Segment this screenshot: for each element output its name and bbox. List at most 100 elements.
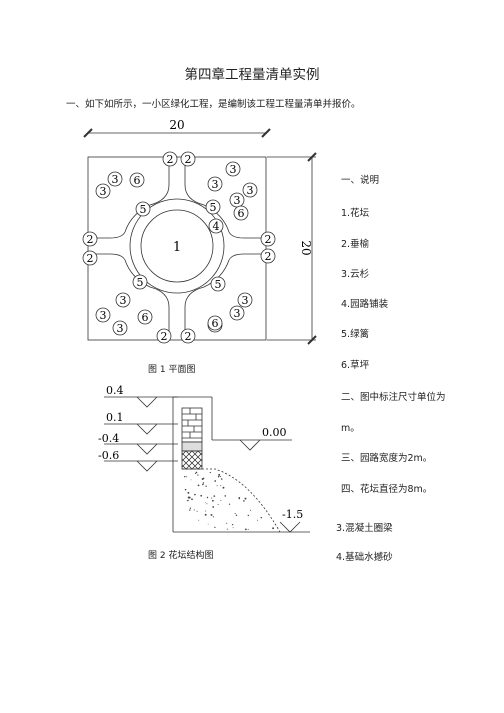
soil-dot [260, 516, 263, 519]
plan-marker-circle [233, 205, 249, 221]
intro-text: 一、如下如所示，一小区绿化工程，是编制该工程工程量清单并报价。 [66, 99, 361, 110]
soil-dot [249, 509, 252, 511]
plan-marker-circle [95, 183, 111, 199]
plan-marker-circle [180, 328, 196, 344]
note-heading-2-cont: m。 [341, 423, 360, 434]
plan-dim-right: 20 [299, 240, 313, 255]
note-item-1: 1.花坛 [341, 208, 370, 219]
soil-dot [218, 473, 221, 476]
soil-dot [228, 503, 231, 505]
soil-dot [190, 479, 192, 481]
soil-dot [197, 474, 199, 476]
soil-dot [193, 509, 195, 511]
soil-dot [245, 528, 247, 531]
soil-dot [205, 510, 207, 512]
plan-marker-label: 3 [100, 309, 107, 322]
note-heading-3: 三、园路宽度为2m。 [341, 453, 433, 464]
soil-dot [189, 509, 191, 511]
soil-dot [226, 528, 228, 530]
plan-marker-circle [132, 274, 148, 290]
plan-marker-circle [207, 315, 223, 331]
plan-marker-label: 5 [210, 201, 217, 214]
soil-dot [220, 478, 223, 480]
plan-marker-label: 2 [265, 233, 272, 246]
soil-dot [212, 499, 214, 502]
soil-dot [194, 493, 196, 496]
soil-dot [205, 485, 207, 487]
soil-dot [187, 499, 189, 501]
soil-dot [222, 486, 225, 489]
level-label-neg-0-6: -0.6 [98, 449, 119, 462]
soil-dot [194, 472, 197, 475]
note-item-4: 4.园路铺装 [341, 299, 389, 310]
soil-dot [204, 513, 207, 516]
soil-dot [226, 522, 228, 524]
note-item-6: 6.草坪 [341, 360, 370, 371]
level-label-neg-0-4: -0.4 [98, 432, 119, 445]
plan-marker-group: 22222222333333333333455556666 [82, 151, 276, 344]
note-section-item-4: 4.基础水撼砂 [336, 552, 393, 563]
note-heading-2: 二、图中标注尺寸单位为 [341, 392, 446, 403]
soil-dot [219, 476, 222, 478]
soil-dot [184, 475, 186, 478]
soil-dot [207, 523, 209, 525]
plan-marker-circle [210, 276, 226, 292]
note-heading-1: 一、说明 [341, 175, 380, 186]
note-item-2: 2.垂榆 [341, 239, 370, 250]
plan-marker-circle [135, 201, 151, 217]
soil-dot [196, 510, 198, 512]
plan-marker-circle [112, 320, 128, 336]
plan-marker-circle [107, 171, 123, 187]
level-label-0-4: 0.4 [106, 384, 124, 397]
plan-marker-circle [137, 309, 153, 325]
plan-marker-label: 3 [234, 194, 241, 207]
soil-dot [198, 519, 200, 521]
soil-dot [206, 503, 208, 505]
soil-dot [212, 506, 215, 508]
page-title: 第四章工程量清单实例 [184, 67, 320, 83]
flowerbed-outer-ring [129, 198, 225, 294]
figure-1-caption: 图 1 平面图 [148, 365, 196, 375]
soil-dot [238, 496, 241, 499]
soil-dot [247, 514, 249, 517]
soil-dot [232, 527, 234, 529]
plan-marker-label: 4 [213, 220, 220, 233]
plan-marker-label: 3 [212, 178, 219, 191]
soil-dot [214, 526, 216, 529]
soil-dot [187, 496, 190, 499]
flowerbed [140, 209, 214, 283]
soil-dot [184, 488, 187, 491]
plan-marker-circle [242, 182, 258, 198]
soil-dot [209, 471, 211, 474]
plan-marker-circle [260, 231, 276, 247]
soil-dot [272, 527, 275, 530]
level-label-neg-1-5: -1.5 [282, 508, 303, 521]
plan-marker-circle [82, 231, 98, 247]
flowerbed-label: 1 [173, 240, 181, 255]
plan-marker-circle [156, 328, 172, 344]
plan-marker-label: 3 [247, 184, 254, 197]
plan-marker-label: 2 [167, 153, 174, 166]
plan-marker-circle [260, 248, 276, 264]
soil-dot [217, 475, 220, 478]
plan-marker-circle [208, 218, 224, 234]
soil-dot [213, 495, 216, 497]
plan-marker-label: 2 [185, 330, 192, 343]
soil-dot [211, 497, 213, 499]
level-label-0-1: 0.1 [106, 411, 124, 424]
plan-marker-label: 2 [265, 250, 272, 263]
plan-marker-circle [115, 292, 131, 308]
plan-marker-circle [229, 305, 245, 321]
soil-dot [220, 485, 222, 487]
soil-dot [206, 496, 209, 499]
plan-marker-label: 3 [234, 307, 241, 320]
soil-dot [195, 471, 198, 474]
plan-marker-label: 6 [134, 174, 141, 187]
figure-2-caption: 图 2 花坛结构图 [148, 551, 214, 561]
soil-dot [244, 497, 247, 500]
soil-dot [243, 500, 245, 502]
soil-dot [247, 528, 249, 530]
plan-marker-circle [237, 292, 253, 308]
